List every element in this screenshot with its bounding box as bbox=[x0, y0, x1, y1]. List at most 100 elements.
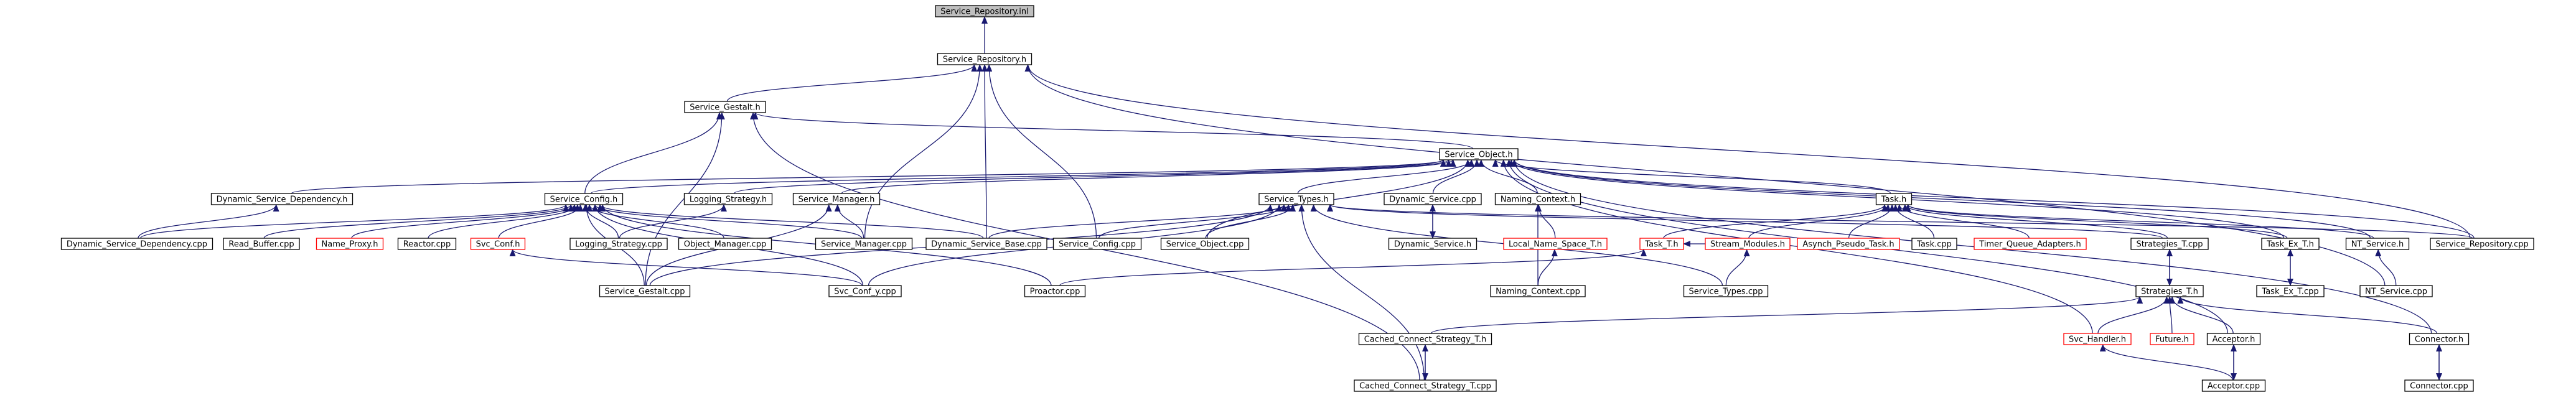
node-service-manager-h[interactable]: Service_Manager.h bbox=[792, 193, 881, 205]
node-label: Strategies_T.h bbox=[2141, 287, 2198, 297]
node-label: Dynamic_Service_Base.cpp bbox=[931, 240, 1042, 249]
edge-repo_cpp-to-repo_h bbox=[1024, 64, 2471, 239]
node-proactor-cpp[interactable]: Proactor.cpp bbox=[1024, 285, 1086, 297]
node-task-cpp[interactable]: Task.cpp bbox=[1911, 238, 1957, 250]
node-naming-context-cpp[interactable]: Naming_Context.cpp bbox=[1490, 285, 1586, 297]
node-logging-strategy-h[interactable]: Logging_Strategy.h bbox=[683, 193, 773, 205]
edge-future_h-to-strat_t_h bbox=[2166, 296, 2173, 334]
node-local-name-space-t-h[interactable]: Local_Name_Space_T.h bbox=[1503, 238, 1608, 250]
node-label: Svc_Handler.h bbox=[2069, 335, 2126, 345]
node-service-types-h[interactable]: Service_Types.h bbox=[1258, 193, 1334, 205]
node-naming-context-h[interactable]: Naming_Context.h bbox=[1494, 193, 1581, 205]
node-label: Acceptor.cpp bbox=[2208, 382, 2260, 391]
node-label: Service_Repository.h bbox=[943, 55, 1026, 65]
node-box bbox=[1911, 238, 1957, 250]
node-service-config-h[interactable]: Service_Config.h bbox=[544, 193, 624, 205]
node-label: Cached_Connect_Strategy_T.cpp bbox=[1359, 382, 1491, 391]
node-logging-strategy-cpp[interactable]: Logging_Strategy.cpp bbox=[569, 238, 668, 250]
node-read-buffer-cpp[interactable]: Read_Buffer.cpp bbox=[223, 238, 300, 250]
node-box bbox=[683, 193, 773, 205]
edge-svc_conf_h-to-config_h bbox=[498, 204, 584, 239]
node-label: Object_Manager.cpp bbox=[684, 240, 766, 249]
edge-svc_handler-to-strat_t_h bbox=[2097, 296, 2170, 334]
node-label: Service_Manager.h bbox=[799, 195, 875, 205]
node-box bbox=[1797, 238, 1900, 250]
edge-dsb_cpp-to-repo_h bbox=[981, 64, 988, 239]
node-service-config-cpp[interactable]: Service_Config.cpp bbox=[1052, 238, 1142, 250]
edge-task_ex_h-to-task_h bbox=[1904, 204, 2288, 239]
node-label: NT_Service.cpp bbox=[2365, 287, 2427, 297]
node-box bbox=[1160, 238, 1250, 250]
edge-gestalt_h-to-repo_h bbox=[726, 64, 978, 102]
node-future-h[interactable]: Future.h bbox=[2150, 333, 2194, 345]
node-dynamic-service-h[interactable]: Dynamic_Service.h bbox=[1388, 238, 1478, 250]
node-reactor-cpp[interactable]: Reactor.cpp bbox=[397, 238, 457, 250]
node-dynamic-service-base-cpp[interactable]: Dynamic_Service_Base.cpp bbox=[925, 238, 1047, 250]
node-object-manager-cpp[interactable]: Object_Manager.cpp bbox=[678, 238, 772, 250]
node-stream-modules-h[interactable]: Stream_Modules.h bbox=[1705, 238, 1791, 250]
node-acceptor-cpp[interactable]: Acceptor.cpp bbox=[2201, 379, 2266, 392]
node-service-manager-cpp[interactable]: Service_Manager.cpp bbox=[815, 238, 913, 250]
edge-task_h-to-object_h bbox=[1492, 159, 1891, 194]
edge-dsb_cpp-to-config_h bbox=[597, 204, 984, 239]
node-service-object-cpp[interactable]: Service_Object.cpp bbox=[1160, 238, 1250, 250]
node-strategies-t-cpp[interactable]: Strategies_T.cpp bbox=[2130, 238, 2209, 250]
node-service-repository-h[interactable]: Service_Repository.h bbox=[937, 53, 1033, 65]
node-box bbox=[2345, 238, 2410, 250]
node-svc-conf-y-cpp[interactable]: Svc_Conf_y.cpp bbox=[828, 285, 902, 297]
node-service-repository-inl[interactable]: Service_Repository.inl bbox=[935, 5, 1034, 17]
node-label: Service_Object.h bbox=[1445, 151, 1512, 160]
node-nt-service-cpp[interactable]: NT_Service.cpp bbox=[2359, 285, 2433, 297]
node-task-h[interactable]: Task.h bbox=[1875, 193, 1913, 205]
node-task-t-h[interactable]: Task_T.h bbox=[1639, 238, 1684, 250]
node-acceptor-h[interactable]: Acceptor.h bbox=[2206, 333, 2261, 345]
node-label: Task.h bbox=[1881, 195, 1906, 205]
node-box bbox=[925, 238, 1047, 250]
node-label: Naming_Context.cpp bbox=[1496, 287, 1580, 297]
node-box bbox=[2256, 285, 2325, 297]
node-label: Service_Gestalt.cpp bbox=[605, 287, 685, 297]
node-asynch-pseudo-task-h[interactable]: Asynch_Pseudo_Task.h bbox=[1797, 238, 1900, 250]
node-box bbox=[678, 238, 772, 250]
node-service-repository-cpp[interactable]: Service_Repository.cpp bbox=[2430, 238, 2534, 250]
node-connector-h[interactable]: Connector.h bbox=[2409, 333, 2470, 345]
node-label: Dynamic_Service_Dependency.h bbox=[217, 195, 348, 205]
edge-lnst_h-to-naming_h bbox=[1535, 204, 1556, 239]
node-dynamic-service-dependency-cpp[interactable]: Dynamic_Service_Dependency.cpp bbox=[60, 238, 213, 250]
edge-connector_h-to-strat_t_h bbox=[2177, 296, 2438, 334]
node-name-proxy-h[interactable]: Name_Proxy.h bbox=[316, 238, 384, 250]
node-service-object-h[interactable]: Service_Object.h bbox=[1439, 148, 1519, 160]
node-timer-queue-adapters-h[interactable]: Timer_Queue_Adapters.h bbox=[1974, 238, 2087, 250]
node-strategies-t-h[interactable]: Strategies_T.h bbox=[2135, 285, 2204, 297]
node-task-ex-t-h[interactable]: Task_Ex_T.h bbox=[2261, 238, 2320, 250]
node-svc-handler-h[interactable]: Svc_Handler.h bbox=[2063, 333, 2132, 345]
node-label: Service_Manager.cpp bbox=[821, 240, 907, 249]
node-box bbox=[1439, 148, 1519, 160]
node-label: Proactor.cpp bbox=[1030, 287, 1080, 297]
node-nt-service-h[interactable]: NT_Service.h bbox=[2345, 238, 2410, 250]
node-label: Timer_Queue_Adapters.h bbox=[1979, 240, 2081, 249]
node-dynamic-service-dependency-h[interactable]: Dynamic_Service_Dependency.h bbox=[210, 193, 354, 205]
node-box bbox=[544, 193, 624, 205]
node-service-gestalt-cpp[interactable]: Service_Gestalt.cpp bbox=[599, 285, 691, 297]
node-connector-cpp[interactable]: Connector.cpp bbox=[2404, 379, 2474, 392]
edge-ccs_cpp-to-types_h bbox=[1298, 204, 1425, 381]
edge-types_cpp-to-stream_mod bbox=[1725, 249, 1750, 286]
edge-dsd_h-to-object_h bbox=[291, 159, 1446, 194]
node-svc-conf-h[interactable]: Svc_Conf.h bbox=[470, 238, 526, 250]
edge-nt_svc_cpp-to-nt_svc_h bbox=[2375, 249, 2397, 286]
node-box bbox=[316, 238, 384, 250]
edge-naming_cpp-to-lnst_h bbox=[1537, 249, 1558, 286]
node-cached-connect-strategy-t-cpp[interactable]: Cached_Connect_Strategy_T.cpp bbox=[1354, 379, 1497, 392]
node-label: Dynamic_Service.cpp bbox=[1389, 195, 1476, 205]
node-box bbox=[1705, 238, 1791, 250]
node-box bbox=[223, 238, 300, 250]
node-label: Connector.cpp bbox=[2410, 382, 2468, 391]
node-dynamic-service-cpp[interactable]: Dynamic_Service.cpp bbox=[1384, 193, 1482, 205]
node-cached-connect-strategy-t-h[interactable]: Cached_Connect_Strategy_T.h bbox=[1358, 333, 1492, 345]
node-box bbox=[1024, 285, 1086, 297]
node-task-ex-t-cpp[interactable]: Task_Ex_T.cpp bbox=[2256, 285, 2325, 297]
node-service-gestalt-h[interactable]: Service_Gestalt.h bbox=[684, 101, 766, 113]
node-service-types-cpp[interactable]: Service_Types.cpp bbox=[1683, 285, 1769, 297]
